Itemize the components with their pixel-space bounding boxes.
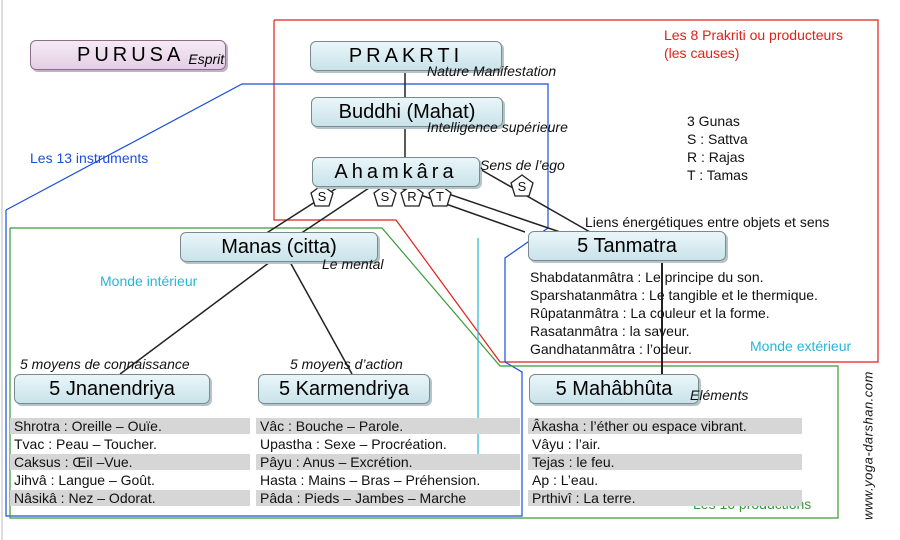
region-instruments-outline <box>5 83 549 517</box>
row-band <box>528 418 802 434</box>
tanmatra-list-item: Shabdatanmâtra : Le principe du son. <box>530 269 764 285</box>
buddhi-label: Buddhi (Mahat) <box>338 100 476 123</box>
tanmatra-list-item: Gandhatanmâtra : l’odeur. <box>530 341 692 357</box>
mahabhuta-list-item: Prthivî : La terre. <box>532 490 636 506</box>
guna-pentagon-r <box>400 184 424 207</box>
guna-pentagon-t <box>428 184 452 207</box>
mahabhuta-list-item: Âkasha : l’éther ou espace vibrant. <box>532 418 747 434</box>
tanmatra-list-item: Rûpatanmâtra : La couleur et la forme. <box>530 305 770 321</box>
row-band <box>528 454 802 470</box>
jnanendriya-list-item: Nâsikâ : Nez – Odorat. <box>14 490 156 506</box>
row-band <box>528 490 802 506</box>
region-productions-outline <box>9 227 839 519</box>
karmendriya-list-item: Pâda : Pieds – Jambes – Marche <box>260 490 467 506</box>
karmendriya-label: 5 Karmendriya <box>278 377 410 400</box>
watermark: www.yoga-darshan.com <box>860 371 876 520</box>
mahabhuta-list-item: Tejas : le feu. <box>532 454 615 470</box>
buddhi-box: Buddhi (Mahat) <box>311 97 503 127</box>
jnanendriya-list-item: Caksus : Œil –Vue. <box>14 454 133 470</box>
mahabhuta-label: 5 Mahâbhûta <box>555 377 673 400</box>
guna-symbols <box>310 174 534 207</box>
karmendriya-box: 5 Karmendriya <box>258 374 430 404</box>
manas-box: Manas (citta) <box>180 232 378 262</box>
region-prakriti-outline <box>273 19 879 363</box>
connector-ahamkara-manas-2 <box>299 185 373 235</box>
jnanendriya-caption: 5 moyens de connaissance <box>20 356 190 372</box>
buddhi-sub: Intelligence supérieure <box>427 119 568 135</box>
mahabhuta-box: 5 Mahâbhûta <box>529 374 699 404</box>
jnanendriya-list-item: Tvac : Peau – Toucher. <box>14 436 157 452</box>
tanmatra-list-item: Sparshatanmâtra : Le tangible et le ther… <box>530 287 818 303</box>
row-band <box>10 418 250 434</box>
guna-letter: S <box>517 179 527 194</box>
prakrti-sub: Nature Manifestation <box>427 63 557 79</box>
ahamkara-label: Ahamkâra <box>334 160 458 183</box>
purusa-label: PURUSA <box>77 43 185 66</box>
guna-letter: S <box>317 189 327 204</box>
karmendriya-list-item: Upastha : Sexe – Procréation. <box>260 436 447 452</box>
inner-world-label: Monde intérieur <box>100 273 198 289</box>
mahabhuta-sub: Eléments <box>690 387 749 403</box>
ahamkara-sub: Sens de l’ego <box>480 157 565 173</box>
gunas-title: 3 Gunas <box>687 113 740 129</box>
gunas-item: R : Rajas <box>687 149 745 165</box>
region-prakriti-label-2: (les causes) <box>664 45 740 61</box>
tanmatra-label: 5 Tanmatra <box>577 234 677 257</box>
row-band <box>256 490 520 506</box>
guna-letter: T <box>436 189 444 204</box>
guna-pentagon-s2 <box>373 184 397 207</box>
karmendriya-caption: 5 moyens d’action <box>290 356 403 372</box>
tanmatra-box: 5 Tanmatra <box>528 231 726 261</box>
outer-world-label: Monde extérieur <box>750 338 852 354</box>
karmendriya-list-item: Pâyu : Anus – Excrétion. <box>260 454 413 470</box>
region-prakriti-label-1: Les 8 Prakriti ou producteurs <box>664 27 843 43</box>
guna-letter: S <box>380 189 390 204</box>
karmendriya-list-item: Vâc : Bouche – Parole. <box>260 418 404 434</box>
guna-pentagon-s1 <box>310 184 334 207</box>
mahabhuta-list-item: Vâyu : l’air. <box>532 436 601 452</box>
jnanendriya-list-item: Shrotra : Oreille – Ouïe. <box>14 418 162 434</box>
row-band <box>10 490 250 506</box>
gunas-item: S : Sattva <box>687 131 748 147</box>
region-instruments-label: Les 13 instruments <box>30 150 149 166</box>
row-band <box>256 418 520 434</box>
prakrti-box: PRAKRTI <box>310 41 502 71</box>
ahamkara-box: Ahamkâra <box>312 157 480 187</box>
purusa-sub: Esprit <box>188 51 225 67</box>
links-label: Liens énergétiques entre objets et sens <box>585 214 830 230</box>
gunas-item: T : Tamas <box>687 167 748 183</box>
tanmatra-list-item: Rasatanmâtra : la saveur. <box>530 323 690 339</box>
connector-manas-karmendriya <box>289 261 353 375</box>
guna-letter: R <box>407 189 417 204</box>
mahabhuta-list-item: Ap : L’eau. <box>532 472 599 488</box>
guna-pentagon-s3 <box>510 174 534 197</box>
manas-label: Manas (citta) <box>221 235 337 258</box>
jnanendriya-list-item: Jihvâ : Langue – Goût. <box>14 472 155 488</box>
karmendriya-list-item: Hasta : Mains – Bras – Préhension. <box>260 472 481 488</box>
row-band <box>256 454 520 470</box>
jnanendriya-box: 5 Jnanendriya <box>14 374 210 404</box>
jnanendriya-label: 5 Jnanendriya <box>49 377 175 400</box>
prakrti-label: PRAKRTI <box>348 44 464 67</box>
connector-ahamkara-tanmatra-3 <box>477 167 591 233</box>
row-band <box>10 454 250 470</box>
purusa-box: PURUSA Esprit <box>30 40 226 70</box>
manas-sub: Le mental <box>322 256 384 272</box>
connector-manas-jnanendriya <box>119 261 271 375</box>
